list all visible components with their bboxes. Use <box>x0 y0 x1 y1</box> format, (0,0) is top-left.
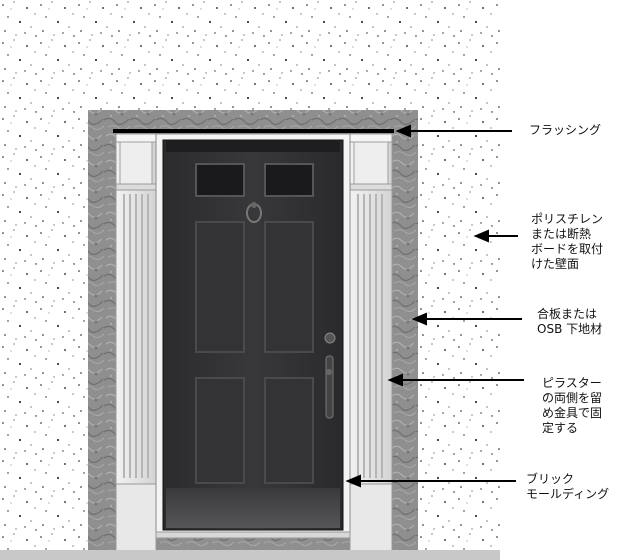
door-panel-lower-right <box>264 377 314 484</box>
left-pilaster <box>115 133 157 553</box>
callout-foam-wall: ポリスチレン または断熱 ボードを取付 けた壁面 <box>531 212 604 271</box>
callout-sheathing: 合板または OSB 下地材 <box>537 307 603 336</box>
threshold-step <box>155 531 351 539</box>
door-panel-upper-left <box>195 221 245 353</box>
door-kick-plate <box>166 488 340 528</box>
callout-brick-molding: ブリック モールディング <box>526 472 610 501</box>
callout-flashing: フラッシング <box>529 123 602 137</box>
callout-pilaster-fastening: ピラスター の両側を留 め金具で固 定する <box>542 376 603 435</box>
door-window-left <box>195 163 245 197</box>
door-panel-upper-right <box>264 221 314 353</box>
ground-strip <box>0 550 500 560</box>
door-knocker-icon <box>246 202 262 223</box>
callout-arrows <box>345 124 524 488</box>
right-pilaster <box>349 133 393 553</box>
door-handle-icon <box>324 332 336 419</box>
door-window-right <box>264 163 314 197</box>
flashing-strip <box>113 129 394 133</box>
door-panel-lower-left <box>195 377 245 484</box>
front-door <box>162 139 344 531</box>
